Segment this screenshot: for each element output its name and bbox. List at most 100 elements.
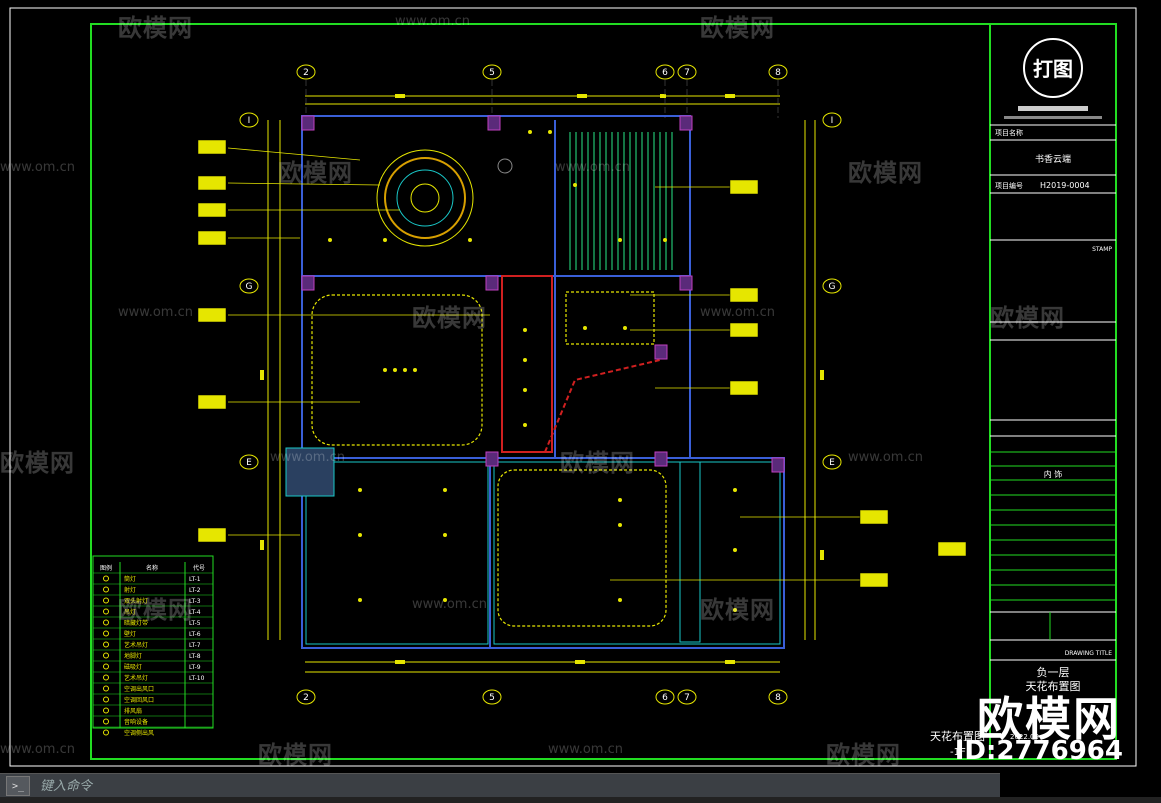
legend-symbol-icon bbox=[103, 630, 109, 637]
dimension-lines bbox=[267, 95, 816, 673]
legend-header-symbol: 图例 bbox=[100, 564, 112, 572]
watermark-url: www.om.cn bbox=[395, 14, 470, 29]
legend-row-name: 磁吸灯 bbox=[124, 663, 142, 671]
watermark-brand: 欧模网 bbox=[258, 741, 333, 769]
legend-row-code: LT-5 bbox=[189, 620, 201, 627]
watermark-brand: 欧模网 bbox=[990, 304, 1065, 332]
legend-header-name: 名称 bbox=[146, 564, 158, 572]
axis-left-1: I bbox=[248, 116, 251, 126]
axis-top-3: 6 bbox=[662, 68, 668, 78]
legend-symbol-icon bbox=[103, 729, 109, 736]
title-block-lines bbox=[990, 124, 1116, 661]
axis-left-2: G bbox=[246, 282, 253, 292]
axis-top-1: 2 bbox=[303, 68, 309, 78]
watermark-id: ID:2776964 bbox=[954, 736, 1123, 766]
command-line-bar: >_ bbox=[0, 773, 1000, 798]
watermark-brand: 欧模网 bbox=[0, 449, 75, 477]
striped-ceiling bbox=[569, 132, 673, 270]
cad-drawing-canvas[interactable]: 打图 项目名称 书香云端 项目编号 H2019-0004 STAMP 内 饰 D… bbox=[0, 0, 1161, 773]
legend-row-code: LT-9 bbox=[189, 664, 201, 671]
watermark-url: www.om.cn bbox=[0, 160, 75, 175]
project-number: H2019-0004 bbox=[1040, 181, 1090, 190]
legend-row-code: LT-3 bbox=[189, 598, 201, 605]
title-block-green-lines bbox=[990, 451, 1116, 640]
legend-row-name: 暗藏灯带 bbox=[124, 619, 148, 627]
ceiling-lights bbox=[328, 130, 737, 612]
legend-row-name: 筒灯 bbox=[124, 575, 136, 583]
legend-row-name: 壁灯 bbox=[124, 630, 136, 638]
legend-symbol-icon bbox=[103, 707, 109, 714]
watermark-brand: 欧模网 bbox=[412, 304, 487, 332]
drawing-title-label: DRAWING TITLE bbox=[1065, 650, 1113, 657]
command-input[interactable] bbox=[38, 775, 1000, 797]
drawing-title-1: 负一层 bbox=[1037, 665, 1070, 679]
watermark-brand: 欧模网 bbox=[560, 449, 635, 477]
legend-row-name: 空调出风口 bbox=[124, 685, 154, 693]
legend-row-code: LT-8 bbox=[189, 653, 201, 660]
firm-logo-text: 打图 bbox=[1033, 57, 1073, 81]
axis-top-5: 8 bbox=[775, 68, 781, 78]
axis-top-4: 7 bbox=[684, 68, 690, 78]
legend-table bbox=[92, 555, 214, 729]
project-label: 项目名称 bbox=[995, 128, 1023, 137]
axis-top-2: 5 bbox=[489, 68, 495, 78]
axis-bottom-3: 6 bbox=[662, 693, 668, 703]
legend-symbol-icon bbox=[103, 586, 109, 593]
watermark-url: www.om.cn bbox=[270, 450, 345, 465]
axis-right-3: E bbox=[829, 458, 835, 468]
axis-bottom-4: 7 bbox=[684, 693, 690, 703]
watermark-url: www.om.cn bbox=[412, 597, 487, 612]
axis-bottom-1: 2 bbox=[303, 693, 309, 703]
stamp-label: STAMP bbox=[1092, 246, 1112, 253]
legend-row-name: 音响设备 bbox=[124, 718, 148, 726]
columns bbox=[301, 115, 785, 473]
legend-row-name: 艺术吊灯 bbox=[124, 641, 148, 649]
watermark-url: www.om.cn bbox=[0, 742, 75, 757]
light-tags bbox=[197, 139, 967, 588]
firm-name-line bbox=[1018, 106, 1088, 111]
watermark-brand: 欧模网 bbox=[118, 596, 193, 624]
watermark-url: www.om.cn bbox=[848, 450, 923, 465]
legend-symbol-icon bbox=[103, 619, 109, 626]
legend-row-name: 地脚灯 bbox=[124, 652, 142, 660]
axis-right-2: G bbox=[829, 282, 836, 292]
sheet-label: 天花布置图 bbox=[930, 730, 985, 743]
legend-row-name: 空调侧出风 bbox=[124, 729, 154, 737]
axis-labels: 2 5 6 7 8 2 5 6 7 8 I G E I G E bbox=[246, 68, 836, 703]
legend-row-code: LT-1 bbox=[189, 576, 201, 583]
watermark-brand: 欧模网 bbox=[700, 14, 775, 42]
project-number-label: 项目编号 bbox=[995, 181, 1023, 190]
leader-lines bbox=[227, 147, 860, 581]
dimension-ticks bbox=[260, 94, 824, 664]
room-value: 内 饰 bbox=[1044, 469, 1063, 479]
project-name: 书香云端 bbox=[1035, 153, 1071, 165]
legend-symbol-icon bbox=[103, 641, 109, 648]
legend-symbol-icon bbox=[103, 652, 109, 659]
watermark-url: www.om.cn bbox=[548, 742, 623, 757]
command-prompt-icon[interactable]: >_ bbox=[6, 776, 30, 796]
axis-grid-lines bbox=[305, 80, 779, 118]
status-strip bbox=[0, 797, 1161, 803]
watermark-url: www.om.cn bbox=[555, 160, 630, 175]
legend-symbol-icon bbox=[103, 718, 109, 725]
axis-left-3: E bbox=[246, 458, 252, 468]
axis-bottom-5: 8 bbox=[775, 693, 781, 703]
watermark-url: www.om.cn bbox=[118, 305, 193, 320]
axis-bubbles-top bbox=[239, 64, 842, 705]
walls bbox=[301, 115, 785, 649]
legend-row-name: 排风扇 bbox=[124, 707, 142, 715]
drawing-border bbox=[90, 23, 1117, 760]
axis-bottom-2: 5 bbox=[489, 693, 495, 703]
round-ceiling-feature bbox=[376, 149, 513, 247]
axis-right-1: I bbox=[831, 116, 834, 126]
watermark-big-brand: 欧模网 bbox=[977, 692, 1121, 746]
outer-frame bbox=[9, 7, 1137, 767]
legend-row-name: 吊灯 bbox=[124, 608, 136, 616]
wall-hatch-cyan bbox=[285, 447, 781, 645]
legend-row-code: LT-7 bbox=[189, 642, 201, 649]
firm-address-line bbox=[1004, 116, 1102, 119]
cove-light-rooms bbox=[311, 291, 667, 627]
legend-row-code: LT-10 bbox=[189, 675, 205, 682]
legend-symbol-icon bbox=[103, 663, 109, 670]
